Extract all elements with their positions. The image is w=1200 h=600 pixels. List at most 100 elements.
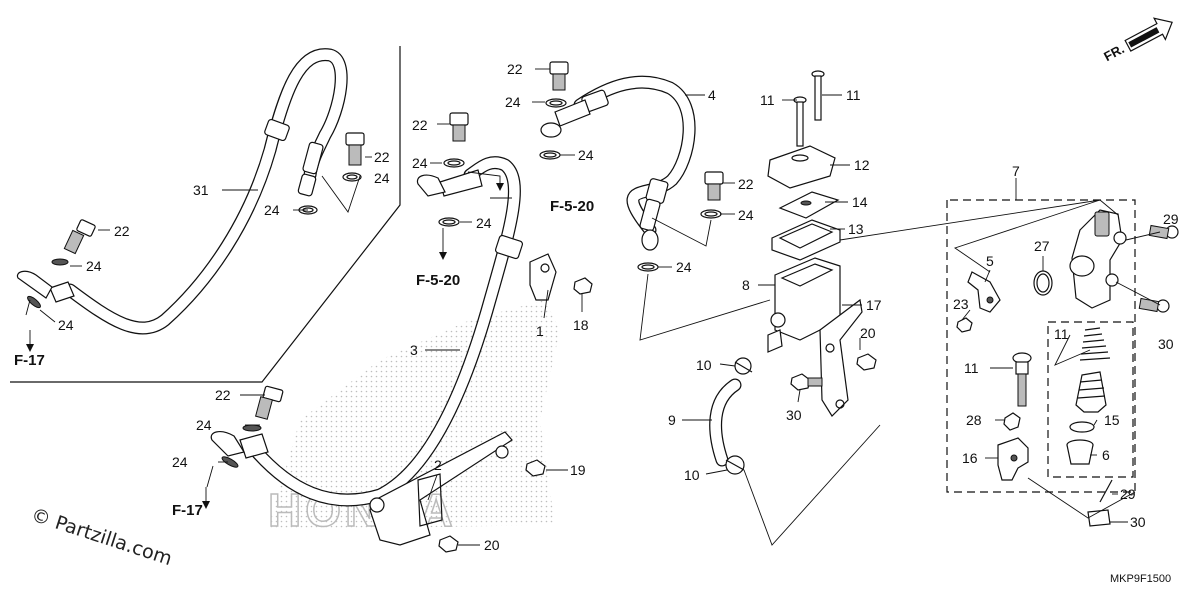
callout-15: 13 — [848, 221, 864, 237]
callout-29: 30 — [786, 407, 802, 423]
callout-labels: 31 22 24 24 22 24 24 22 24 24 22 24 24 4… — [58, 61, 1179, 553]
pin-27 — [1099, 479, 1113, 503]
callout-30: 29 — [1163, 211, 1179, 227]
callout-18: 16 — [962, 450, 978, 466]
washer-24-inset-c — [51, 258, 69, 266]
callout-25: 27 — [1034, 238, 1050, 254]
callout-24: 24 — [412, 155, 428, 171]
clip-10-lower — [725, 455, 745, 475]
bolt-20-lower — [438, 535, 459, 553]
callout-24: 24 — [374, 170, 390, 186]
callout-24: 24 — [172, 454, 188, 470]
callout-21: 20 — [860, 325, 876, 341]
callout-24: 24 — [86, 258, 102, 274]
callout-22: 22 — [114, 223, 130, 239]
banjo-bolt-22-low — [255, 385, 284, 420]
reference-f5-20-upper: F-5-20 — [550, 198, 594, 215]
reference-f17-inset: F-17 — [14, 352, 45, 369]
bracket-19 — [819, 298, 863, 417]
bolt-29 — [790, 373, 823, 391]
hose-4 — [540, 75, 696, 251]
nut-23 — [956, 317, 973, 333]
callout-4: 4 — [708, 87, 716, 103]
callout-24: 24 — [738, 207, 754, 223]
oring-25 — [1033, 270, 1053, 296]
copyright-text: © Partzilla.com — [28, 504, 174, 570]
diaphragm-15 — [771, 219, 841, 261]
callout-22: 22 — [412, 117, 428, 133]
callout-9: 9 — [668, 412, 676, 428]
callout-22: 22 — [215, 387, 231, 403]
washer-24-low-b — [221, 456, 239, 468]
hose-3 — [210, 156, 524, 507]
reference-labels: F-17 F-17 F-5-20 F-5-20 — [14, 198, 594, 519]
callout-3: 3 — [410, 342, 418, 358]
washer-24-right-b — [637, 262, 659, 272]
callout-19: 17 — [866, 297, 882, 313]
callout-30: 30 — [1158, 336, 1174, 352]
callout-13: 11 — [964, 360, 979, 376]
washer-24-right-a — [700, 209, 722, 219]
callout-11: 11 — [846, 87, 861, 103]
joint-18 — [997, 437, 1029, 481]
boot-17 — [1075, 371, 1107, 413]
cap-14 — [767, 145, 836, 189]
callout-24: 24 — [676, 259, 692, 275]
callout-5: 5 — [986, 253, 994, 269]
hose-9 — [709, 378, 742, 467]
callout-28: 30 — [1130, 514, 1146, 530]
washer-24-top-a — [545, 98, 567, 108]
bolt-30-a — [1148, 224, 1179, 240]
front-direction-arrow: FR. — [1101, 17, 1173, 64]
banjo-bolt-22-inset-a — [345, 132, 365, 166]
callout-8: 8 — [742, 277, 750, 293]
callout-10: 10 — [696, 357, 712, 373]
washer-24-low-a — [242, 424, 262, 432]
callout-12: 11 — [1054, 326, 1069, 342]
clamp-1 — [529, 253, 557, 301]
hose-31 — [16, 48, 348, 335]
pushrod-13 — [1012, 352, 1032, 407]
leader-lines — [25, 68, 1161, 546]
spring-12 — [1079, 327, 1111, 361]
callout-20: 20 — [484, 537, 500, 553]
callout-22: 22 — [374, 149, 390, 165]
bolt-20-right — [525, 459, 546, 477]
washer-24-top-b — [539, 150, 561, 160]
callout-23: 23 — [953, 296, 969, 312]
callout-20: 19 — [570, 462, 586, 478]
diagram-code: MKP9F1500 — [1110, 573, 1171, 585]
clip-10-upper — [734, 357, 753, 375]
callout-11: 11 — [760, 92, 775, 108]
clevis-5 — [967, 271, 1001, 313]
assembly-7-box — [946, 199, 1136, 493]
callout-20: 18 — [573, 317, 589, 333]
bolt-20-upper — [573, 277, 593, 295]
callout-24: 24 — [58, 317, 74, 333]
callout-17: 15 — [1104, 412, 1120, 428]
banjo-bolt-22-inset-b — [63, 219, 96, 255]
plate-16 — [778, 191, 840, 219]
bolt-21 — [856, 353, 877, 371]
nut-26 — [1003, 412, 1021, 431]
banjo-bolt-22-top — [549, 61, 569, 91]
bolt-30-b — [1138, 297, 1170, 313]
washer-24-inset-a — [342, 172, 362, 182]
callout-10: 10 — [684, 467, 700, 483]
callout-6: 6 — [1102, 447, 1110, 463]
assembly-12-box — [1047, 321, 1134, 478]
cup-6 — [1066, 439, 1094, 465]
callout-22: 22 — [738, 176, 754, 192]
callout-14: 12 — [854, 157, 870, 173]
bracket-2 — [369, 431, 513, 546]
callout-16: 14 — [852, 194, 868, 210]
callout-22: 22 — [507, 61, 523, 77]
screw-11-a — [793, 96, 807, 147]
callout-24: 24 — [578, 147, 594, 163]
callout-24: 24 — [505, 94, 521, 110]
reference-f17-lower: F-17 — [172, 502, 203, 519]
callout-7: 7 — [1012, 163, 1020, 179]
callout-27: 29 — [1120, 486, 1136, 502]
callout-24: 24 — [264, 202, 280, 218]
